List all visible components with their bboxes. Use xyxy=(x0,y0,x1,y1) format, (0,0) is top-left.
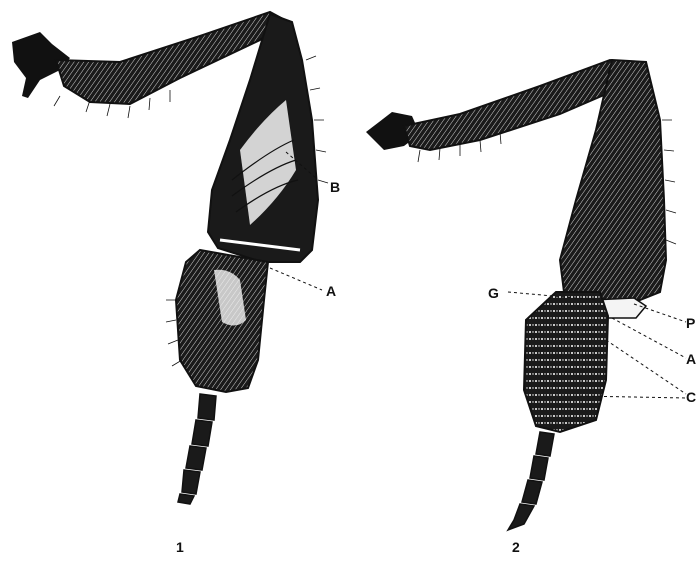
label-a-fig2: A xyxy=(686,352,696,366)
figure-number-1: 1 xyxy=(176,540,184,554)
leader-p xyxy=(634,304,686,322)
leader-a-1 xyxy=(270,268,322,290)
figure-number-2: 2 xyxy=(512,540,520,554)
leg-1 xyxy=(12,12,328,504)
label-b: B xyxy=(330,180,340,194)
label-p: P xyxy=(686,316,695,330)
leg-2 xyxy=(366,60,686,530)
label-a-fig1: A xyxy=(326,284,336,298)
label-c: C xyxy=(686,390,696,404)
label-g: G xyxy=(488,286,499,300)
leg-2-basitarsus xyxy=(524,292,608,432)
leg-1-tarsus xyxy=(178,394,216,504)
leg-2-tarsus xyxy=(508,432,554,530)
leader-c-1 xyxy=(606,340,686,394)
